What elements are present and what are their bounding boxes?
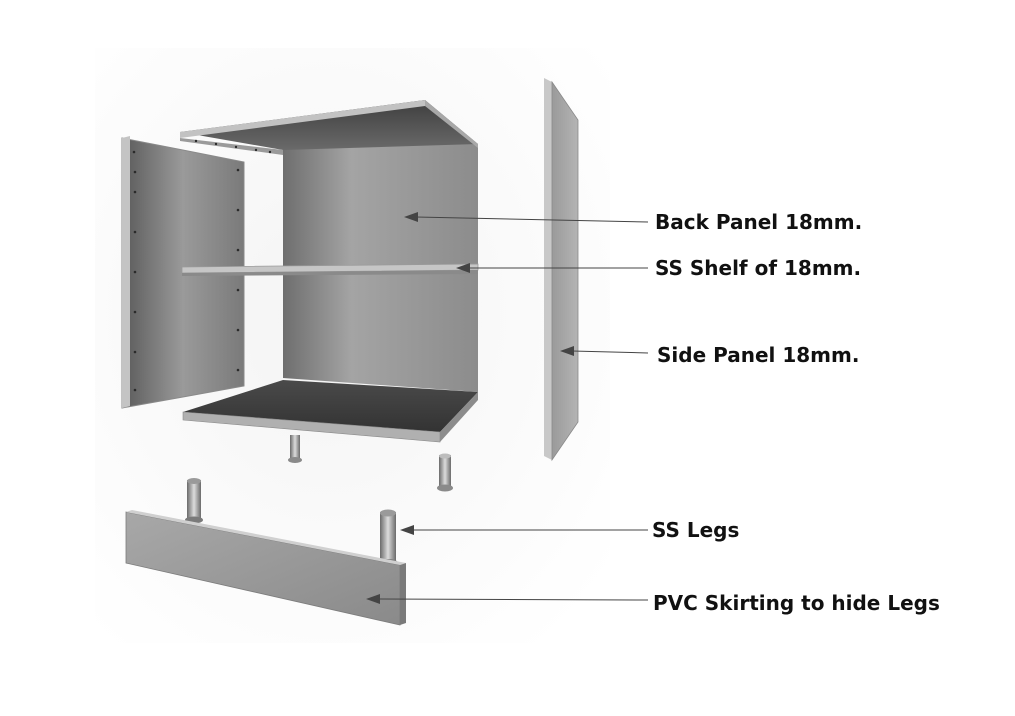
label-ss-legs: SS Legs — [652, 518, 740, 542]
label-pvc-skirting: PVC Skirting to hide Legs — [653, 591, 940, 615]
leader-back-panel — [404, 212, 649, 223]
skirting-leg-left — [185, 478, 203, 524]
leader-ss-legs — [400, 525, 648, 535]
top-panel — [180, 100, 478, 155]
cabinet-leg-right — [437, 453, 453, 492]
label-ss-shelf: SS Shelf of 18mm. — [655, 256, 862, 280]
cabinet-leg-left — [288, 435, 302, 463]
bottom-panel — [182, 380, 478, 443]
shelf-panel — [181, 263, 479, 276]
label-side-panel: Side Panel 18mm. — [657, 343, 860, 367]
leader-pvc-skirting — [366, 594, 649, 604]
leader-side-panel — [560, 346, 649, 356]
label-back-panel: Back Panel 18mm. — [655, 210, 863, 234]
right-side-panel — [544, 78, 579, 462]
pvc-skirting-board — [125, 510, 406, 626]
leader-ss-shelf — [456, 263, 648, 273]
